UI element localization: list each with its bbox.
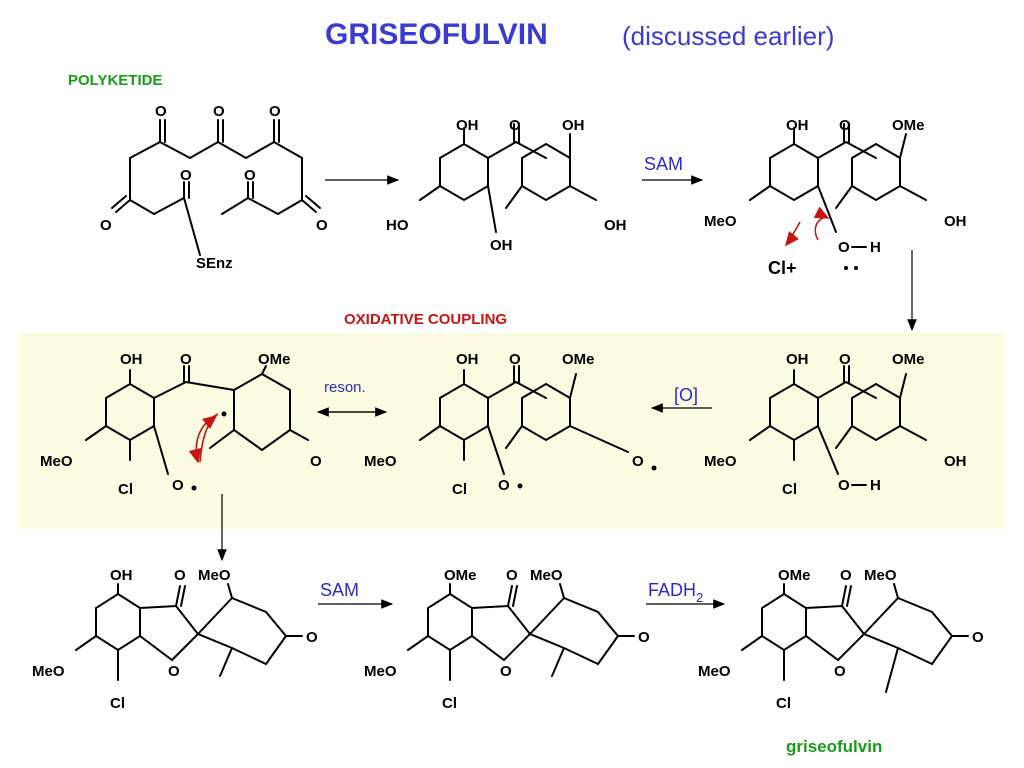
reagent-sam-2: SAM [320, 580, 359, 600]
page-subtitle: (discussed earlier) [622, 21, 835, 51]
reagent-sam-1: SAM [644, 154, 683, 174]
atom-o: O [632, 453, 644, 470]
oxidative-coupling-band [18, 333, 1006, 529]
atom-meo: MeO [530, 567, 563, 584]
atom-meo: MeO [32, 663, 65, 680]
phenoxy-radical-b: OH O OMe MeO Cl O O [40, 351, 322, 498]
benzophenone-methoxy: OH O OMe MeO O H OH Cl+ [704, 117, 967, 278]
reagent-oxidant: [O] [674, 385, 698, 405]
atom-o: O [498, 477, 510, 494]
atom-oh: OH [786, 351, 809, 368]
curly-arrow-2 [785, 221, 801, 247]
chloro-benzophenone: OH O OMe MeO Cl O H OH [704, 351, 967, 498]
atom-o: O [838, 477, 850, 494]
atom-meo: MeO [698, 663, 731, 680]
atom-meo: MeO [704, 453, 737, 470]
atom-cl: Cl [442, 695, 457, 712]
header: GRISEOFULVIN (discussed earlier) [0, 18, 1024, 58]
atom-ome: OMe [258, 351, 291, 368]
atom-o: O [306, 629, 318, 646]
curly-arrow-1 [813, 206, 830, 241]
atom-meo: MeO [40, 453, 73, 470]
oxidative-coupling-label: OXIDATIVE COUPLING [344, 311, 508, 328]
page-title: GRISEOFULVIN [325, 18, 548, 51]
atom-oh: OH [562, 117, 585, 134]
atom-senz: SEnz [196, 255, 233, 272]
atom-o: O [316, 217, 328, 234]
atom-o: O [840, 567, 852, 584]
atom-cl: Cl [110, 695, 125, 712]
atom-o: O [172, 477, 184, 494]
atom-ome: OMe [444, 567, 477, 584]
atom-o: O [838, 239, 850, 256]
atom-o: O [509, 351, 521, 368]
atom-oh: OH [456, 117, 479, 134]
atom-ome: OMe [892, 351, 925, 368]
atom-oh: OH [944, 453, 967, 470]
atom-cl: Cl [776, 695, 791, 712]
atom-o: O [839, 117, 851, 134]
atom-o: O [638, 629, 650, 646]
atom-h: H [870, 477, 881, 494]
atom-o: O [244, 167, 256, 184]
atom-meo: MeO [704, 213, 737, 230]
spirocycle-dehydro: OMe O MeO O O MeO Cl [364, 567, 650, 712]
atom-o: O [180, 351, 192, 368]
atom-oh: OH [944, 213, 967, 230]
atom-o: O [100, 217, 112, 234]
atom-oh: OH [110, 567, 133, 584]
atom-meo: MeO [864, 567, 897, 584]
atom-o: O [180, 167, 192, 184]
atom-o: O [269, 103, 281, 120]
atom-cl: Cl [782, 481, 797, 498]
atom-meo: MeO [364, 453, 397, 470]
polyketide-label: POLYKETIDE [68, 72, 163, 89]
atom-o: O [506, 567, 518, 584]
atom-cl: Cl [452, 481, 467, 498]
atom-o: O [839, 351, 851, 368]
polyketide-structure: O O O O O O O SEnz [100, 103, 328, 272]
chloronium: Cl+ [768, 258, 797, 278]
griseofulvin-structure: OMe O MeO O O MeO Cl [698, 567, 984, 712]
atom-o: O [509, 117, 521, 134]
atom-meo: MeO [198, 567, 231, 584]
atom-oh: OH [490, 237, 513, 254]
atom-ho: HO [386, 217, 409, 234]
atom-meo: MeO [364, 663, 397, 680]
atom-oh: OH [120, 351, 143, 368]
atom-o: O [168, 663, 180, 680]
atom-o: O [310, 453, 322, 470]
atom-oh: OH [786, 117, 809, 134]
atom-o: O [174, 567, 186, 584]
atom-o: O [213, 103, 225, 120]
curly-arrow-coupling-2 [199, 414, 218, 463]
atom-ome: OMe [892, 117, 925, 134]
atom-oh: OH [604, 217, 627, 234]
resonance-label: reson. [324, 379, 366, 396]
curly-arrow-coupling-1 [188, 413, 219, 464]
spirocycle-dehydro-hydroxy: OH O MeO O O MeO Cl [32, 567, 318, 712]
atom-o: O [834, 663, 846, 680]
atom-ome: OMe [562, 351, 595, 368]
atom-ome: OMe [778, 567, 811, 584]
griseofulvin-label: griseofulvin [786, 737, 883, 756]
atom-o: O [972, 629, 984, 646]
benzophenone-tetrahydroxy: OH O OH HO OH OH [386, 117, 627, 254]
phenoxy-radical-a: OH O OMe MeO Cl O O [364, 351, 657, 498]
reagent-fadh2: FADH2 [648, 580, 703, 605]
atom-h: H [870, 239, 881, 256]
atom-oh: OH [456, 351, 479, 368]
atom-o: O [155, 103, 167, 120]
atom-cl: Cl [118, 481, 133, 498]
atom-o: O [500, 663, 512, 680]
